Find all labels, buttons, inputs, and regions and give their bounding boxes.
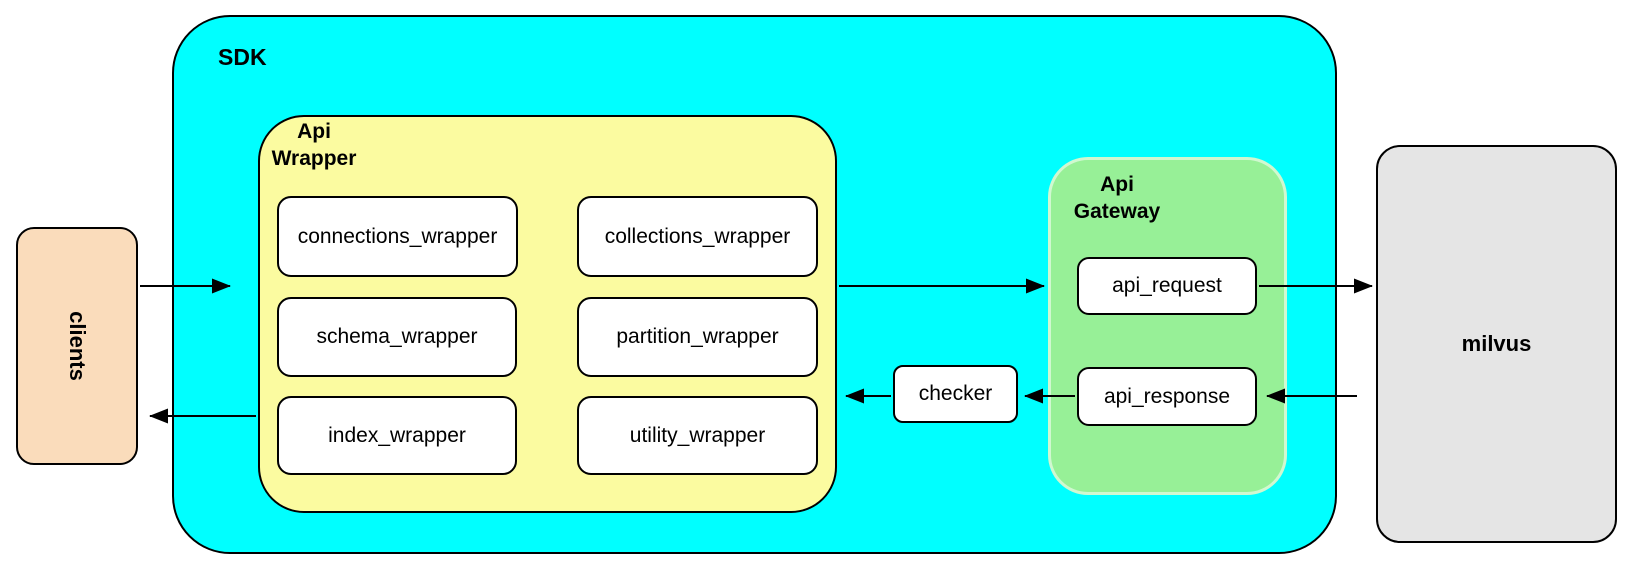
api-gateway-container	[1048, 157, 1287, 495]
node-utility-wrapper: utility_wrapper	[577, 396, 818, 475]
sdk-label: SDK	[218, 44, 267, 70]
node-milvus: milvus	[1376, 145, 1617, 543]
node-checker: checker	[893, 365, 1018, 423]
node-index-wrapper: index_wrapper	[277, 396, 517, 475]
node-schema-wrapper: schema_wrapper	[277, 297, 517, 377]
api-wrapper-label-line1: Api	[297, 120, 331, 143]
node-api-response: api_response	[1077, 367, 1257, 426]
api-gateway-label: Api Gateway	[1060, 171, 1174, 225]
node-collections-wrapper: collections_wrapper	[577, 196, 818, 277]
clients-label: clients	[65, 311, 90, 381]
api-gateway-label-line2: Gateway	[1073, 200, 1161, 223]
node-connections-wrapper: connections_wrapper	[277, 196, 518, 277]
node-partition-wrapper: partition_wrapper	[577, 297, 818, 377]
api-wrapper-label: Api Wrapper	[258, 118, 370, 172]
node-api-request: api_request	[1077, 257, 1257, 315]
node-clients: clients	[16, 227, 138, 465]
api-wrapper-label-line2: Wrapper	[271, 147, 357, 170]
api-gateway-label-line1: Api	[1100, 173, 1134, 196]
